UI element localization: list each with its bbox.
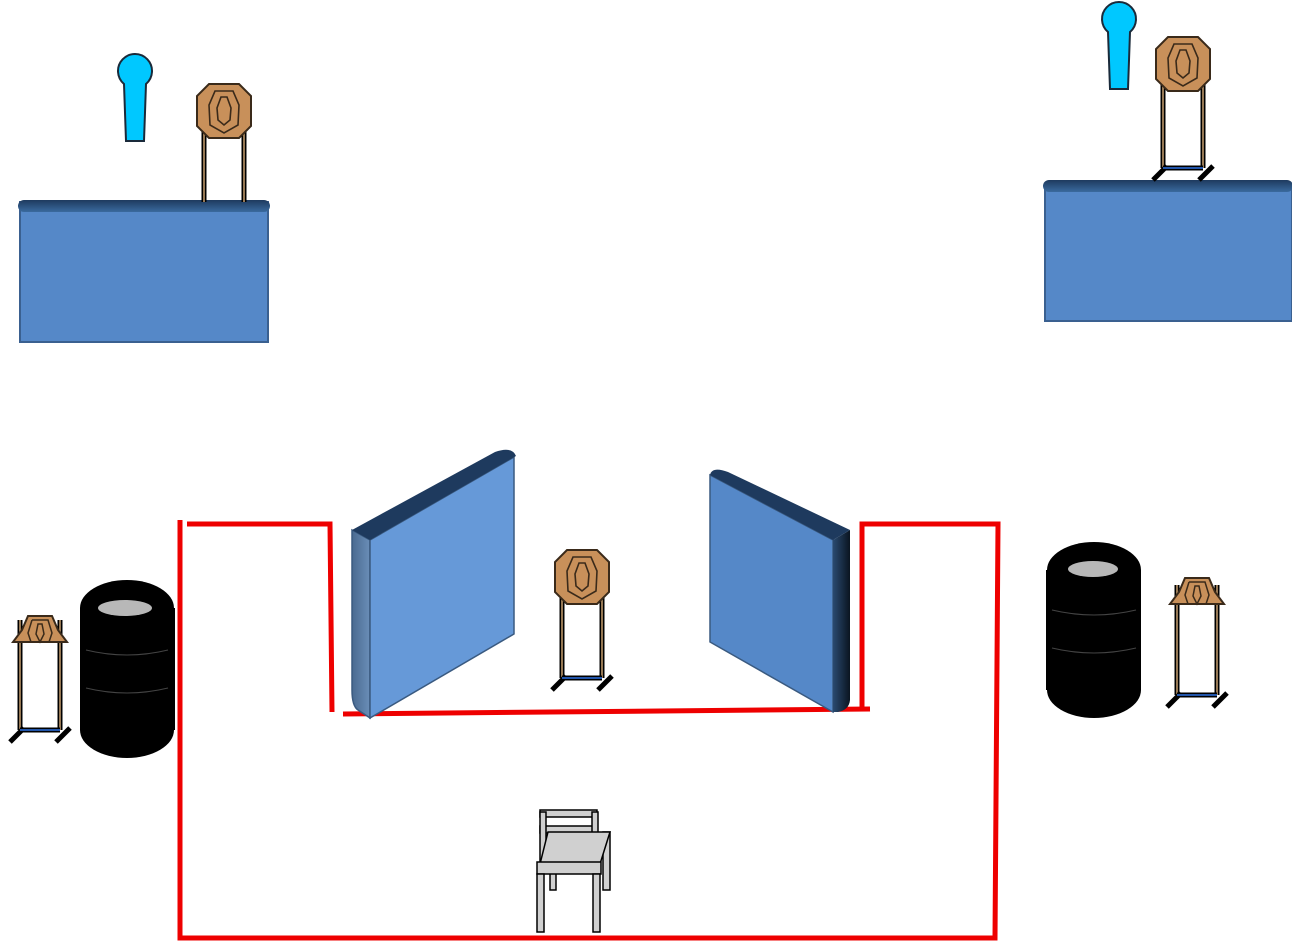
target-center (552, 549, 612, 690)
target-far-right (1167, 577, 1227, 707)
barrier-top-left (18, 200, 270, 343)
tire-stack-right (1046, 542, 1141, 718)
target-far-left (10, 615, 70, 742)
wall-left-angled (351, 449, 516, 720)
wall-right-angled (709, 469, 850, 714)
no-shoot-top-left (117, 53, 153, 142)
target-top-left (196, 83, 252, 202)
no-shoot-top-right (1101, 1, 1137, 90)
target-top-right (1153, 36, 1213, 180)
chair-start-position (536, 809, 612, 933)
tire-stack-left (80, 580, 175, 758)
barrier-top-right (1043, 180, 1292, 322)
shooting-area-boundary (177, 520, 1001, 941)
